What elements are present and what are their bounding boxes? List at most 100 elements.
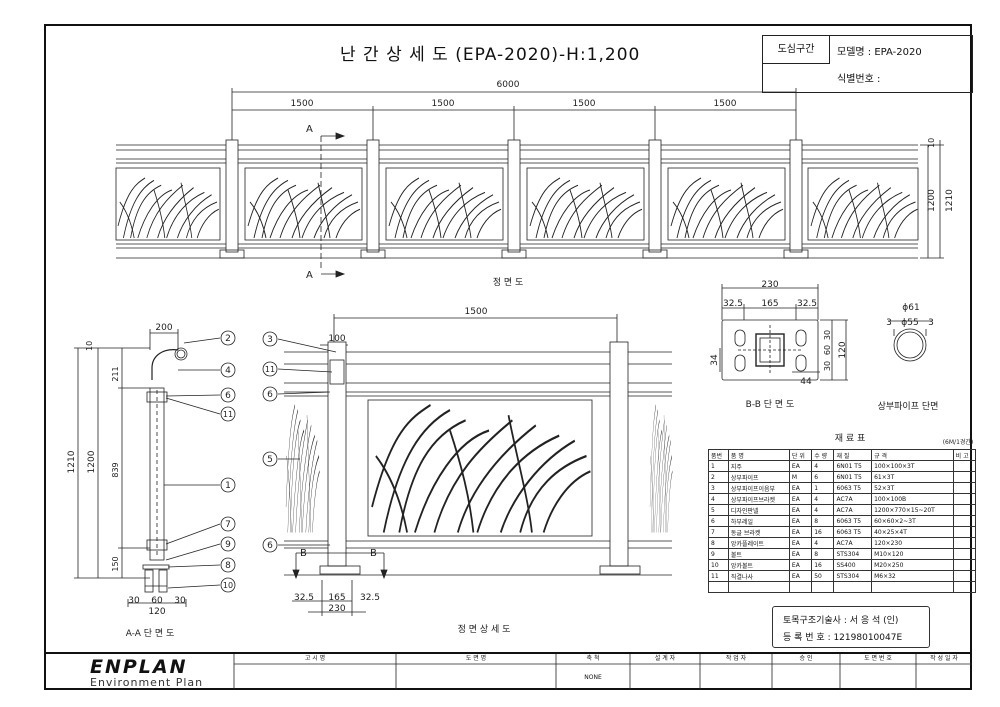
- tb-worker: 작 업 자: [725, 655, 747, 662]
- fd-dim-230: 230: [328, 604, 345, 614]
- pipe-inner: ϕ55: [901, 318, 918, 328]
- bb-dim-165: 165: [761, 299, 778, 309]
- dim-span-1: 1500: [291, 99, 314, 109]
- cell: [811, 581, 835, 593]
- drawing-title: 난 간 상 세 도 (EPA-2020)-H:1,200: [340, 45, 641, 65]
- section-label: 도심구간: [763, 36, 830, 64]
- company-logo: ENPLAN Environment Plan: [46, 656, 234, 689]
- bb-dim-60: 60: [823, 345, 832, 355]
- aa-dim-10: 10: [85, 341, 94, 351]
- engineer-signature-box: 토목구조기술사 : 서 응 석 (인) 등 록 번 호 : 1219801004…: [772, 606, 930, 648]
- dim-total: 6000: [497, 80, 520, 90]
- bb-dim-30a: 30: [823, 330, 832, 340]
- fd-dim-100: 100: [328, 334, 345, 344]
- aa-callout-2: 2: [225, 334, 231, 344]
- bb-dim-30b: 30: [823, 361, 832, 371]
- title-block: [44, 652, 972, 692]
- logo-sub: Environment Plan: [90, 676, 204, 689]
- drawing-sheet: [44, 24, 972, 690]
- aa-callout-9: 9: [225, 540, 231, 550]
- tb-designer: 설 계 자: [654, 655, 676, 662]
- pipe-caption: 상부파이프 단면: [878, 401, 939, 412]
- aa-dim-30a: 30: [128, 596, 140, 606]
- aa-callout-4: 4: [225, 366, 231, 376]
- tb-notice-name: 고 시 명: [304, 655, 326, 662]
- fd-callout-11: 11: [265, 365, 275, 374]
- aa-caption: A-A 단 면 도: [126, 628, 175, 639]
- fd-callout-6a: 6: [267, 390, 273, 400]
- cut-a-top: A: [306, 124, 313, 135]
- bb-caption: B-B 단 면 도: [746, 399, 795, 410]
- aa-dim-200: 200: [155, 323, 172, 333]
- cell: [788, 581, 813, 593]
- logo-main: ENPLAN: [90, 656, 188, 678]
- dim-span-3: 1500: [573, 99, 596, 109]
- tb-approval: 승 인: [799, 655, 813, 662]
- ident-number: 식별번호 :: [837, 74, 881, 85]
- registration-number: 등 록 번 호 : 12198010047E: [783, 633, 903, 643]
- dim-1210: 1210: [945, 189, 955, 212]
- pipe-section: [888, 320, 932, 362]
- front-view: [115, 88, 944, 278]
- front-view-caption: 정 면 도: [493, 277, 524, 288]
- aa-callout-11: 11: [223, 410, 233, 419]
- aa-dim-1200: 1200: [87, 450, 97, 473]
- bb-dim-44: 44: [800, 377, 812, 387]
- model-name: 모델명 : EPA-2020: [837, 47, 922, 58]
- section-bb: [719, 284, 848, 381]
- fd-callout-3: 3: [267, 335, 273, 345]
- aa-dim-839: 839: [111, 462, 120, 477]
- table-row: [708, 581, 977, 593]
- bb-dim-120: 120: [838, 341, 848, 358]
- aa-callout-1: 1: [225, 481, 231, 491]
- bb-dim-32-5b: 32.5: [797, 299, 817, 309]
- fd-callout-6b: 6: [267, 541, 273, 551]
- fd-callout-5: 5: [267, 455, 273, 465]
- dim-1200: 1200: [927, 189, 937, 212]
- dim-span-4: 1500: [714, 99, 737, 109]
- aa-dim-150: 150: [111, 556, 120, 571]
- tb-scale-value: NONE: [584, 674, 602, 681]
- aa-callout-10: 10: [223, 581, 233, 590]
- materials-title: 재 료 표: [835, 433, 866, 444]
- bb-dim-34: 34: [710, 354, 720, 366]
- engineer-name: 토목구조기술사 : 서 응 석 (인): [783, 616, 899, 626]
- section-aa: [74, 329, 236, 607]
- aa-callout-8: 8: [225, 561, 231, 571]
- fd-dim-32-5b: 32.5: [360, 593, 380, 603]
- pipe-outer: ϕ61: [902, 303, 919, 313]
- fd-caption: 정 면 상 세 도: [458, 624, 511, 635]
- bb-dim-32-5a: 32.5: [723, 299, 743, 309]
- cut-b-left: B: [300, 548, 307, 559]
- fd-dim-32-5a: 32.5: [294, 593, 314, 603]
- materials-unit-note: (6M/1경간): [943, 438, 974, 446]
- pipe-wall-right: 3: [928, 318, 934, 328]
- info-box: 도심구간 모델명 : EPA-2020 식별번호 :: [762, 35, 973, 93]
- cell: [952, 581, 977, 593]
- front-detail: [262, 314, 674, 616]
- tb-scale: 축 척: [586, 655, 600, 662]
- aa-dim-30b: 30: [174, 596, 186, 606]
- tb-drawing-name: 도 면 명: [465, 655, 487, 662]
- aa-dim-120: 120: [148, 607, 165, 617]
- aa-callout-7: 7: [225, 520, 231, 530]
- cut-b-right: B: [370, 548, 377, 559]
- cut-a-bottom: A: [306, 270, 313, 281]
- pipe-wall-left: 3: [886, 318, 892, 328]
- aa-dim-1210: 1210: [67, 450, 77, 473]
- dim-10: 10: [927, 138, 936, 148]
- tb-drawing-number: 도 면 번 호: [864, 655, 892, 662]
- fd-dim-1500: 1500: [465, 307, 488, 317]
- aa-callout-6: 6: [225, 391, 231, 401]
- dim-span-2: 1500: [432, 99, 455, 109]
